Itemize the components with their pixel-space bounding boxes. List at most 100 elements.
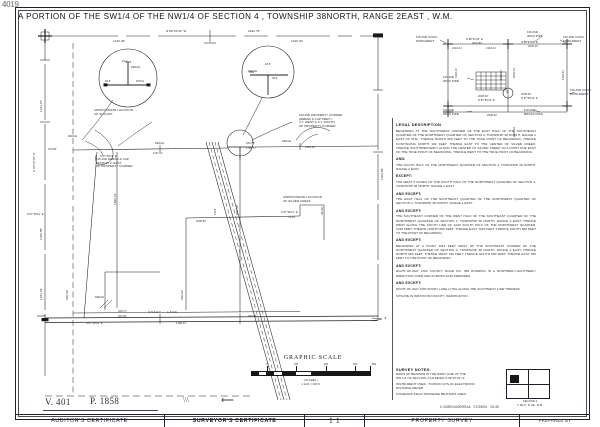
label-dim-ne-quarter: 1316.40' [291,39,303,43]
label-dim-1306-h: 1306.85' [305,146,316,149]
label-detail-b-fence: FENCE [248,70,258,73]
label-detail-a-fence: FENCE [131,66,141,69]
label-west-bearing: S 00°37'07" E [32,152,36,172]
prepared-by-label: PREPARED BY [538,418,572,424]
label-mon-vert-3: 2633.24' [513,67,516,78]
label-mon-iron-pipe-w: FOUND IRON PIPE [443,75,459,83]
label-dim-640: 640.78' [246,142,255,145]
legal-subheading: AND EXCEPT: [396,281,422,285]
legal-paragraph: BEGINNING AT THE SOUTHWEST CORNER OF THE… [396,129,536,154]
legal-paragraph: RIGHT-OF-WAY FOR COUNTY ROAD NO. 385 RUN… [396,269,536,278]
handwritten-mark-left: \\\ [183,396,189,404]
legal-situate-line: SITUATE IN WHATCOM COUNTY, WASHINGTON. [396,294,469,299]
label-approx-silver-creek: APPROXIMATE LOCATION OF SILVER CREEK [283,195,322,203]
legal-column-divider [392,118,393,400]
label-dim-total-north: 2632.78' [248,28,260,33]
surveyors-certificate-label: SURVEYOR'S CERTIFICATE [192,417,277,424]
handwritten-page: P. 1858 [90,396,120,406]
label-mon-iron-pipe-n: FOUND IRON PIPE [527,30,543,38]
label-interior-vert-3: 660.50' [235,204,239,215]
legal-subheading: AND EXCEPT: [396,208,422,213]
label-dim-1137: 1137.01' [153,152,164,155]
label-mon-dim-mid: 2638.62' [521,93,532,96]
label-bearing-bottom: S 87°39'12" E [86,322,103,325]
legal-paragraph: THE EAST HALF OF THE SOUTHEAST QUARTER O… [396,197,536,206]
page-title: A PORTION OF THE SW1/4 OF THE NW1/4 OF S… [18,12,453,21]
label-mon-center-node: 4 [506,90,508,94]
label-interior-vert-1: 1596.46' [113,193,117,205]
graphic-scale-tick-label: 800 [371,363,377,366]
graphic-scale-tick-label: 200 [323,363,329,366]
label-north-bearing: N 88°31'34" W [166,28,187,33]
label-node-4: 4 [384,316,387,320]
label-mon-conc-e: FOUND CONC. MONUMENT [570,88,593,96]
label-mon-bearing-bot: N 87°59'12" E [478,98,495,102]
label-mon-dim-bot3: 2638.62' [487,114,498,117]
label-detail-a-ditch: DITCH [136,79,145,83]
locator-horizontal-divider [507,384,549,385]
survey-note-line: INSTRUMENT USED : TOPCON GTS-3C ELECTRON… [396,382,475,390]
legal-description-block: LEGAL DESCRIPTION BEGINNING AT THE SOUTH… [396,122,536,300]
label-interior-vert-2: 660.92' [180,289,184,300]
sheet-inner-border [18,10,587,417]
legal-subheading: AND: [396,157,406,162]
label-mon-dim-top2: 1316.41' [452,47,463,50]
label-dim-1766: 1766.77' [246,147,257,150]
label-mon-dim-top4: 2633.10' [528,45,539,48]
label-fence-2: FENCE [155,142,165,145]
section-locator-diagram [506,369,550,399]
label-shady-lane: SHADY LANE [148,310,178,314]
label-found-rebar-cap: FOUND REBAR & CAP #4225 67.2' EAST OF PR… [96,157,133,169]
graphic-scale-tick-label: 0 [266,363,268,366]
sheet-mark-cell: 1 1 [305,414,365,427]
label-offset-169b: 169.80' [37,314,46,318]
label-detail-a-dim2: 66.8' [105,80,111,83]
property-survey-label: PROPERTY SURVEY [411,417,473,424]
legal-paragraph: THE SOUTH HALF OF THE NORTHWEST QUARTER … [396,162,536,171]
label-mon-brass-disk: FOUND BRASS DISK [524,108,543,116]
label-west-dim-4: 660.69' [65,289,69,300]
drawing-file-path: C:\DWG\4030RS1A 07/25/04 15:40 [440,405,499,409]
label-fence-4: FENCE [95,296,105,299]
label-fence-1: FENCE [68,135,78,138]
handwritten-volume: V. 401 [45,397,71,407]
section-locator-caption: SECTION 4 T. 38 N., R. 2E., W.M. [517,400,543,407]
surveyors-certificate-cell: SURVEYOR'S CERTIFICATE [165,414,305,427]
graphic-scale-title: GRAPHIC SCALE [283,355,343,361]
label-offset-169: 169.80' [48,148,57,151]
label-right-vert: 46.36' [320,206,324,215]
label-mon-dim-top3: 1316.41' [486,47,497,50]
label-mon-vert-2: 1316.41' [500,69,503,80]
label-west-dim-3: 1321.36' [39,288,43,300]
label-bearing-step-1: S 87°39'12" E [27,213,44,216]
sheet-border [15,7,590,420]
label-dim-703: 703.96' [248,315,257,318]
label-detail-b-dim2: 30.0' [272,77,278,80]
legal-subheading: EXCEPT: [396,174,413,179]
legal-description-heading: LEGAL DESCRIPTION [396,122,442,127]
handwritten-underline [43,410,158,411]
legal-paragraph: THE SOUTHEAST CORNER OF THE WEST HALF OF… [396,214,536,235]
graphic-scale-tick-label: 400 [352,363,358,366]
label-dim-1298: 1298.23' [176,322,187,325]
label-mon-conc-ne: FOUND CONC. MONUMENT [563,35,586,43]
graphic-scale-tick-label: 100 [293,363,299,366]
title-block: AUDITOR'S CERTIFICATE SURVEYOR'S CERTIFI… [15,413,590,427]
legal-paragraph: RIGHT-OF-WAY FOR SHADY LANE LYING ALONG … [396,286,521,291]
prepared-by-cell: PREPARED BY [520,415,590,427]
label-dim-423: 423.90' [118,315,127,318]
label-fence-3: FENCE [282,140,292,143]
survey-notes-heading: SURVEY NOTES: [396,366,431,372]
label-dim-nw-quarter: 1316.38' [113,39,125,43]
label-west-dim-1: 1341.23' [39,100,43,112]
label-bearing-s88: S 87°39'12" E [100,155,117,158]
scan-artifact-number: 4019 [2,0,19,9]
legal-subheading: AND EXCEPT: [396,263,422,268]
graphic-scale-numbers: 0 100 200 400 800 [245,363,377,368]
label-mon-iron-pipe-sw: FOUND IRON PIPE [443,108,459,116]
property-survey-cell: PROPERTY SURVEY [365,414,520,427]
survey-note-line: BASIS OF BEARING IS THE WEST LINE OF THE… [396,372,466,380]
label-mon-dim-bot1: 2638.40' [478,95,489,98]
label-dim-1098: 1098.65' [196,220,207,223]
